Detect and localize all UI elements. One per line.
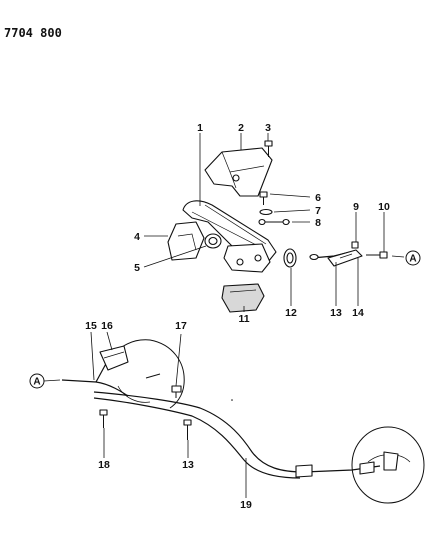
callout-13-lower: 13	[182, 459, 194, 471]
boot-11	[221, 283, 265, 313]
callout-7: 7	[315, 205, 321, 217]
callout-6: 6	[315, 192, 321, 204]
callout-19: 19	[240, 499, 252, 511]
leader-lines	[90, 133, 385, 498]
callout-8: 8	[315, 217, 321, 229]
connector-a-lower: A	[29, 373, 61, 389]
nut-10	[366, 251, 388, 259]
svg-text:A: A	[409, 254, 416, 265]
connector-a-upper: A	[391, 250, 421, 266]
callout-11: 11	[238, 313, 249, 325]
callout-2: 2	[238, 122, 244, 134]
callout-14: 14	[352, 307, 364, 319]
callout-18: 18	[98, 459, 110, 471]
bolt-13-lower	[183, 419, 192, 440]
callout-9: 9	[353, 201, 359, 213]
cover-bolt	[264, 140, 273, 157]
grommet-12	[283, 248, 297, 268]
adjuster-9	[351, 241, 359, 249]
right-brake-drum	[351, 426, 425, 504]
bolt-6	[259, 191, 268, 205]
pin-8	[258, 218, 290, 226]
bracket-16	[99, 345, 129, 371]
bolt-18	[99, 409, 108, 428]
lever-bracket	[167, 221, 205, 261]
speck	[231, 399, 233, 401]
callout-13-upper: 13	[330, 307, 342, 319]
ratchet-bracket	[223, 243, 271, 273]
callout-10: 10	[378, 201, 390, 213]
callout-16: 16	[101, 320, 113, 332]
svg-text:A: A	[33, 377, 40, 388]
lever-bushing	[204, 233, 222, 249]
callout-12: 12	[285, 307, 297, 319]
brake-lever-cover	[204, 147, 273, 197]
page-code: 7704 800	[4, 26, 62, 40]
washer-7	[259, 208, 273, 216]
equalizer-14	[327, 249, 363, 267]
rear-cable-19	[93, 391, 381, 479]
callout-3: 3	[265, 122, 271, 134]
callout-15: 15	[85, 320, 97, 332]
callout-4: 4	[134, 231, 140, 243]
callout-17: 17	[175, 320, 187, 332]
clip-17	[145, 373, 182, 398]
callout-5: 5	[134, 262, 140, 274]
callout-1: 1	[197, 122, 203, 134]
callout-labels: 1 2 3 4 5 6 7 8 9 10 11 12 13 14 15 16 1…	[85, 122, 390, 511]
